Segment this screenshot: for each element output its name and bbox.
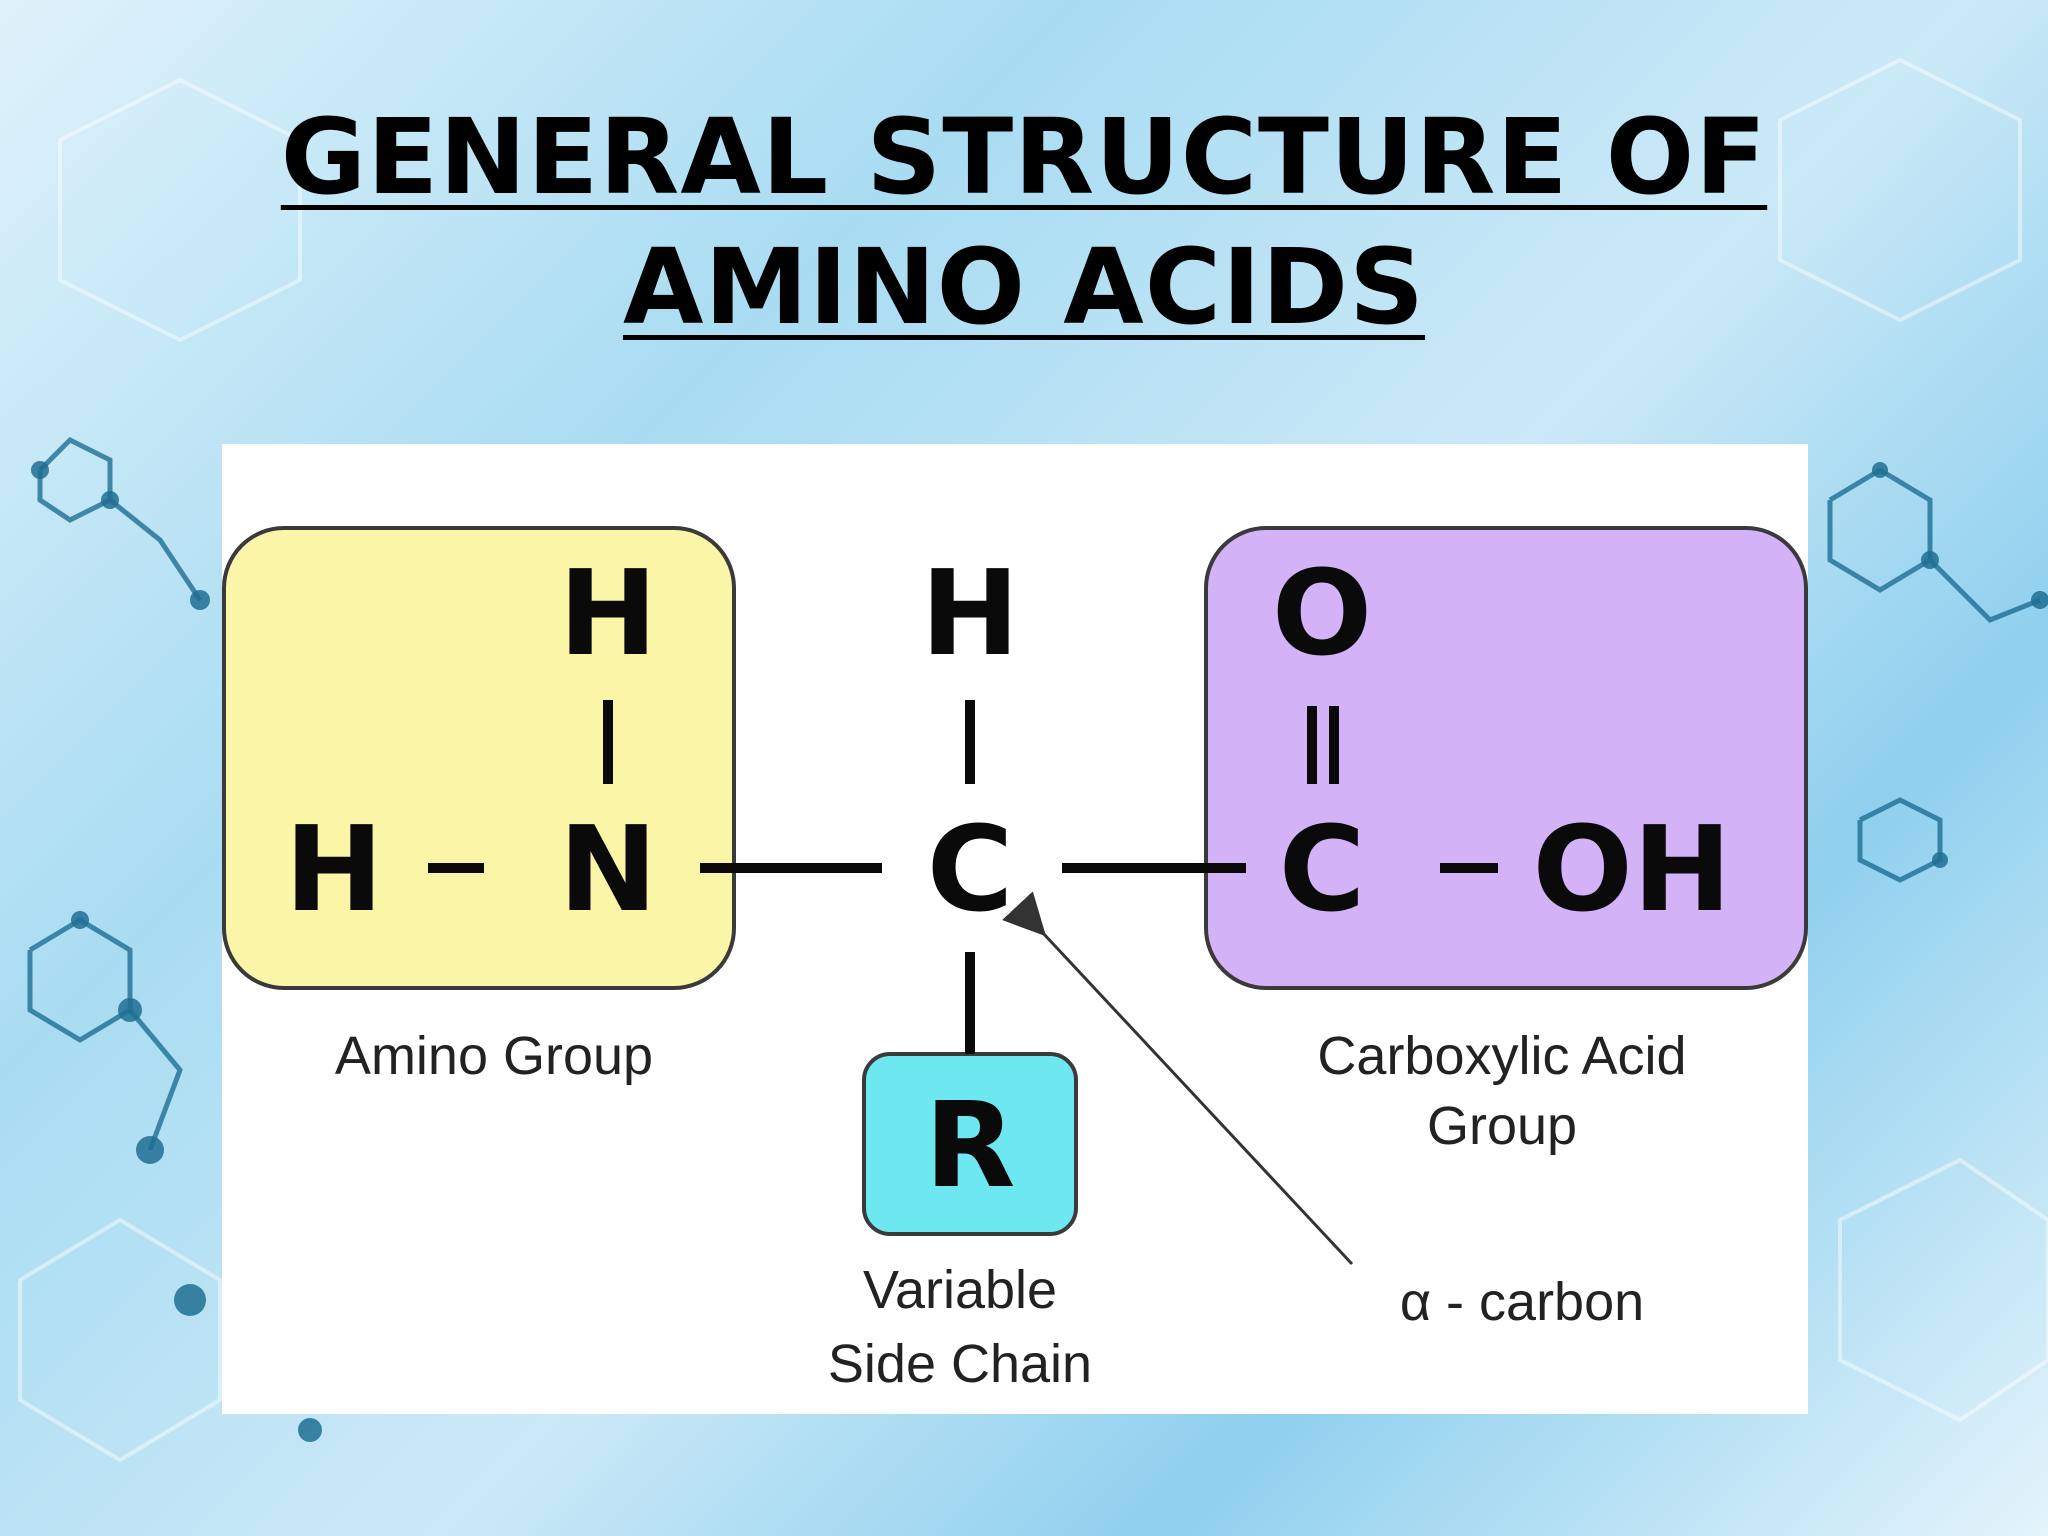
carboxyl-group-label-line-2: Group [1427, 1096, 1577, 1156]
carboxyl-carbon: C [1279, 800, 1366, 938]
amino-group-label: Amino Group [335, 1026, 653, 1086]
amino-top-hydrogen: H [559, 544, 658, 682]
alpha-carbon-label: α - carbon [1400, 1272, 1644, 1332]
side-chain-label-line-1: Variable [863, 1260, 1057, 1320]
side-chain-r: R [925, 1076, 1016, 1214]
amino-group-box [222, 526, 736, 990]
title-line-2: AMINO ACIDS [622, 226, 1426, 348]
page-title: GENERAL STRUCTURE OF AMINO ACIDS [0, 92, 2048, 352]
amino-acid-diagram-panel: H H N H C R O C OH Amino Group Carboxyli… [222, 444, 1808, 1414]
alpha-carbon-arrow [1002, 891, 1354, 1266]
carboxyl-group-label-line-1: Carboxylic Acid [1317, 1026, 1686, 1086]
amino-nitrogen: N [559, 800, 658, 938]
alpha-top-hydrogen: H [921, 544, 1020, 682]
title-line-1: GENERAL STRUCTURE OF [280, 96, 1768, 218]
alpha-carbon-atom: C [927, 800, 1014, 938]
amino-left-hydrogen: H [285, 800, 384, 938]
side-chain-label-line-2: Side Chain [828, 1334, 1092, 1394]
carboxyl-hydroxyl: OH [1532, 800, 1731, 938]
carboxyl-oxygen: O [1272, 544, 1372, 682]
carboxyl-group-box [1204, 526, 1808, 990]
amino-acid-structure-diagram: H H N H C R O C OH Amino Group Carboxyli… [222, 526, 1808, 1394]
